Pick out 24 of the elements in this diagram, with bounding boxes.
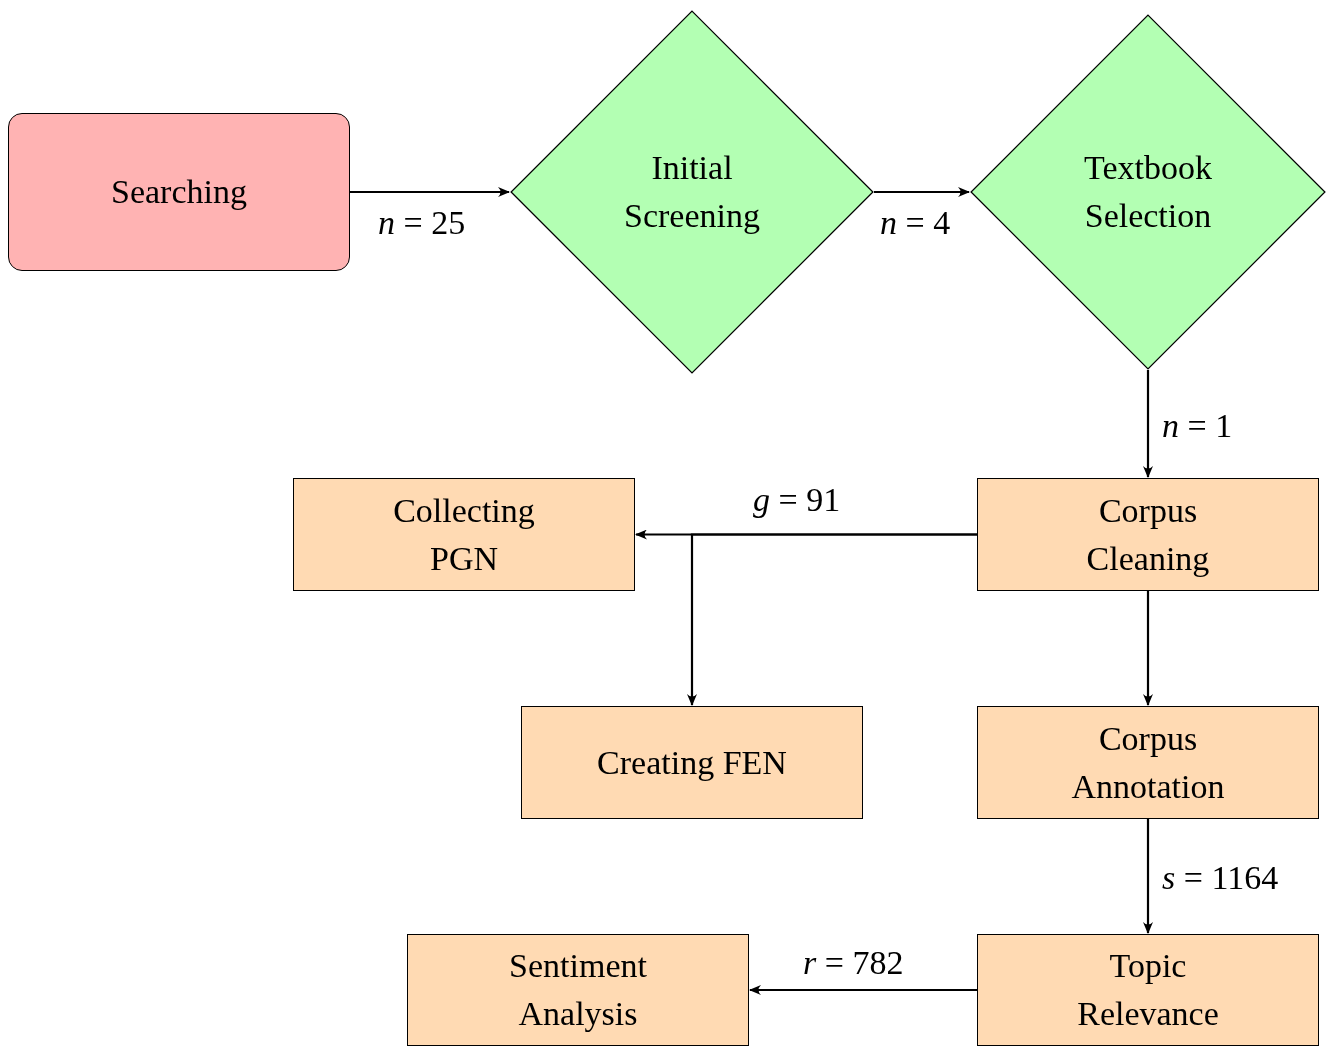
node-label: Searching (111, 172, 247, 212)
node-label: Topic Relevance (1076, 946, 1220, 1034)
node-label: Collecting PGN (392, 490, 536, 579)
node-label: Textbook Selection (1083, 148, 1213, 236)
edge-label: g = 91 (753, 480, 841, 520)
edge-label: s = 1164 (1162, 858, 1279, 898)
node-label: Corpus Cleaning (1085, 490, 1211, 579)
decision-diamond (970, 14, 1326, 370)
process-box (977, 706, 1319, 819)
edge-label: n = 4 (880, 203, 951, 243)
process-box (407, 934, 749, 1046)
node-label: Initial Screening (623, 148, 761, 236)
process-box (977, 934, 1319, 1046)
start-box (8, 113, 350, 271)
node-label: Corpus Annotation (1070, 718, 1226, 807)
edge-label: r = 782 (803, 943, 904, 983)
process-box (521, 706, 863, 819)
node-label: Sentiment Analysis (508, 946, 648, 1034)
node-label: Creating FEN (597, 742, 787, 783)
process-box (293, 478, 635, 591)
decision-diamond (510, 10, 874, 374)
edge-label: n = 25 (378, 203, 466, 243)
process-box (977, 478, 1319, 591)
edge-label: n = 1 (1162, 406, 1233, 446)
